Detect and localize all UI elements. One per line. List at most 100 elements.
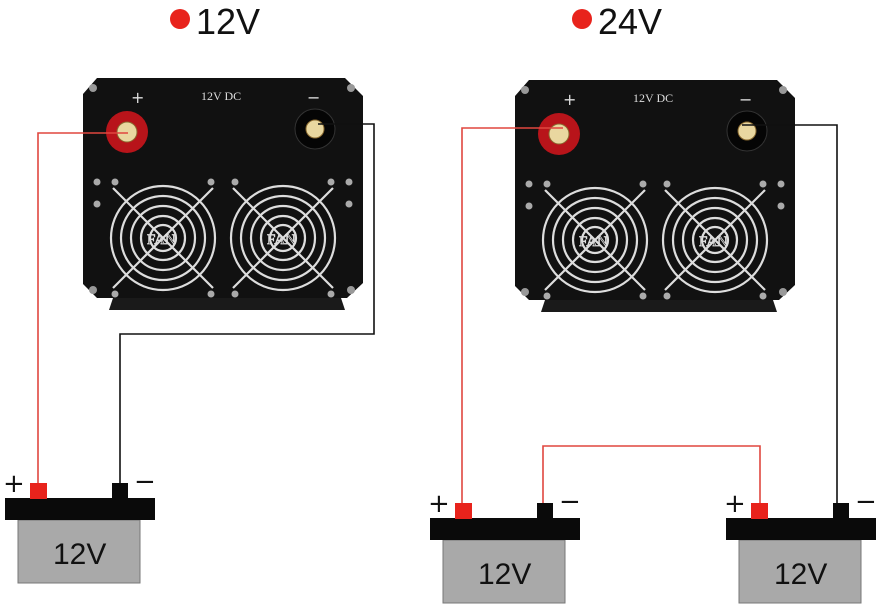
fan-ring bbox=[259, 214, 307, 262]
fan-guard-bar bbox=[544, 189, 646, 291]
screw-icon bbox=[759, 180, 767, 188]
fan-ring bbox=[661, 186, 769, 294]
screw-icon bbox=[639, 292, 647, 300]
battery-top bbox=[5, 498, 155, 520]
fan-ring bbox=[268, 223, 298, 253]
negative-wire bbox=[742, 124, 838, 503]
screw-icon bbox=[93, 200, 101, 208]
screw-icon bbox=[525, 180, 533, 188]
battery: + − 12V bbox=[428, 487, 581, 604]
title-24v-text: 24V bbox=[598, 1, 662, 42]
battery-body bbox=[17, 519, 141, 584]
screw-icon bbox=[779, 288, 787, 296]
inverter-mounting-foot bbox=[109, 298, 345, 310]
positive-wire bbox=[461, 127, 563, 503]
screw-icon bbox=[327, 178, 335, 186]
fan-grille-icon: FAN bbox=[109, 178, 217, 298]
battery-voltage-label: 12V bbox=[478, 558, 531, 591]
screw-icon bbox=[231, 178, 239, 186]
screw-icon bbox=[663, 292, 671, 300]
screw-icon bbox=[345, 200, 353, 208]
title-dot-icon bbox=[572, 9, 592, 29]
fan-guard-bar bbox=[232, 187, 334, 289]
inverter-label: 12V DC bbox=[633, 91, 673, 105]
screw-icon bbox=[89, 286, 97, 294]
battery-positive-terminal bbox=[30, 483, 47, 499]
screw-icon bbox=[345, 178, 353, 186]
negative-terminal-bolt bbox=[305, 119, 325, 139]
inverter-positive-sign: + bbox=[563, 90, 576, 109]
fan-ring bbox=[551, 196, 639, 284]
fan-ring bbox=[129, 204, 197, 272]
inverter-body bbox=[83, 78, 363, 298]
fan-ring bbox=[671, 196, 759, 284]
title-12v-text: 12V bbox=[196, 1, 260, 42]
inverter-negative-sign: − bbox=[307, 88, 320, 107]
positive-terminal-bolt bbox=[548, 123, 570, 145]
battery-positive-sign: + bbox=[3, 469, 25, 499]
fan-ring bbox=[119, 194, 207, 282]
series-link-wire bbox=[542, 445, 761, 503]
fan-ring bbox=[148, 223, 178, 253]
screw-icon bbox=[521, 288, 529, 296]
title-12v: 12V bbox=[170, 1, 260, 42]
battery-negative-terminal bbox=[537, 503, 553, 519]
screw-icon bbox=[111, 290, 119, 298]
screw-icon bbox=[543, 180, 551, 188]
screw-icon bbox=[543, 292, 551, 300]
negative-terminal-bolt bbox=[737, 121, 757, 141]
fan-ring bbox=[691, 216, 739, 264]
screw-icon bbox=[93, 178, 101, 186]
fan-guard-bar bbox=[664, 189, 766, 291]
title-24v: 24V bbox=[572, 1, 662, 42]
fan-ring bbox=[249, 204, 317, 272]
fan-label: FAN bbox=[699, 234, 728, 250]
screw-icon bbox=[521, 86, 529, 94]
battery: + − 12V bbox=[724, 487, 877, 604]
fan-grille-icon: FAN bbox=[661, 180, 769, 300]
fan-ring bbox=[700, 225, 730, 255]
battery-negative-sign: − bbox=[855, 487, 877, 517]
battery-body bbox=[738, 539, 862, 604]
battery-positive-sign: + bbox=[724, 489, 746, 519]
screw-icon bbox=[759, 292, 767, 300]
screw-icon bbox=[663, 180, 671, 188]
screw-icon bbox=[779, 86, 787, 94]
battery-positive-terminal bbox=[751, 503, 768, 519]
screw-icon bbox=[111, 178, 119, 186]
battery-top bbox=[430, 518, 580, 540]
fan-label: FAN bbox=[147, 232, 176, 248]
fan-ring bbox=[571, 216, 619, 264]
battery-positive-terminal bbox=[455, 503, 472, 519]
battery-body bbox=[442, 539, 566, 604]
battery-positive-sign: + bbox=[428, 489, 450, 519]
screw-icon bbox=[639, 180, 647, 188]
fan-ring bbox=[239, 194, 327, 282]
fan-grille-icon: FAN bbox=[541, 180, 649, 300]
inverter-label: 12V DC bbox=[201, 89, 241, 103]
battery-voltage-label: 12V bbox=[774, 558, 827, 591]
battery-voltage-label: 12V bbox=[53, 538, 106, 571]
fan-grille-icon: FAN bbox=[229, 178, 337, 298]
positive-wire bbox=[37, 132, 128, 485]
fan-ring bbox=[561, 206, 629, 274]
fan-ring bbox=[109, 184, 217, 292]
screw-icon bbox=[207, 290, 215, 298]
screw-icon bbox=[777, 202, 785, 210]
battery-negative-terminal bbox=[833, 503, 849, 519]
screw-icon bbox=[347, 84, 355, 92]
inverter-negative-sign: − bbox=[739, 90, 752, 109]
title-dot-icon bbox=[170, 9, 190, 29]
inverter: 12V DC + − FAN FAN bbox=[515, 80, 795, 312]
inverter-positive-sign: + bbox=[131, 88, 144, 107]
battery-negative-sign: − bbox=[559, 487, 581, 517]
fan-label: FAN bbox=[267, 232, 296, 248]
fan-ring bbox=[541, 186, 649, 294]
battery-negative-terminal bbox=[112, 483, 128, 499]
fan-ring bbox=[229, 184, 337, 292]
fan-ring bbox=[681, 206, 749, 274]
fan-ring bbox=[580, 225, 610, 255]
inverter-mounting-foot bbox=[541, 300, 777, 312]
screw-icon bbox=[327, 290, 335, 298]
